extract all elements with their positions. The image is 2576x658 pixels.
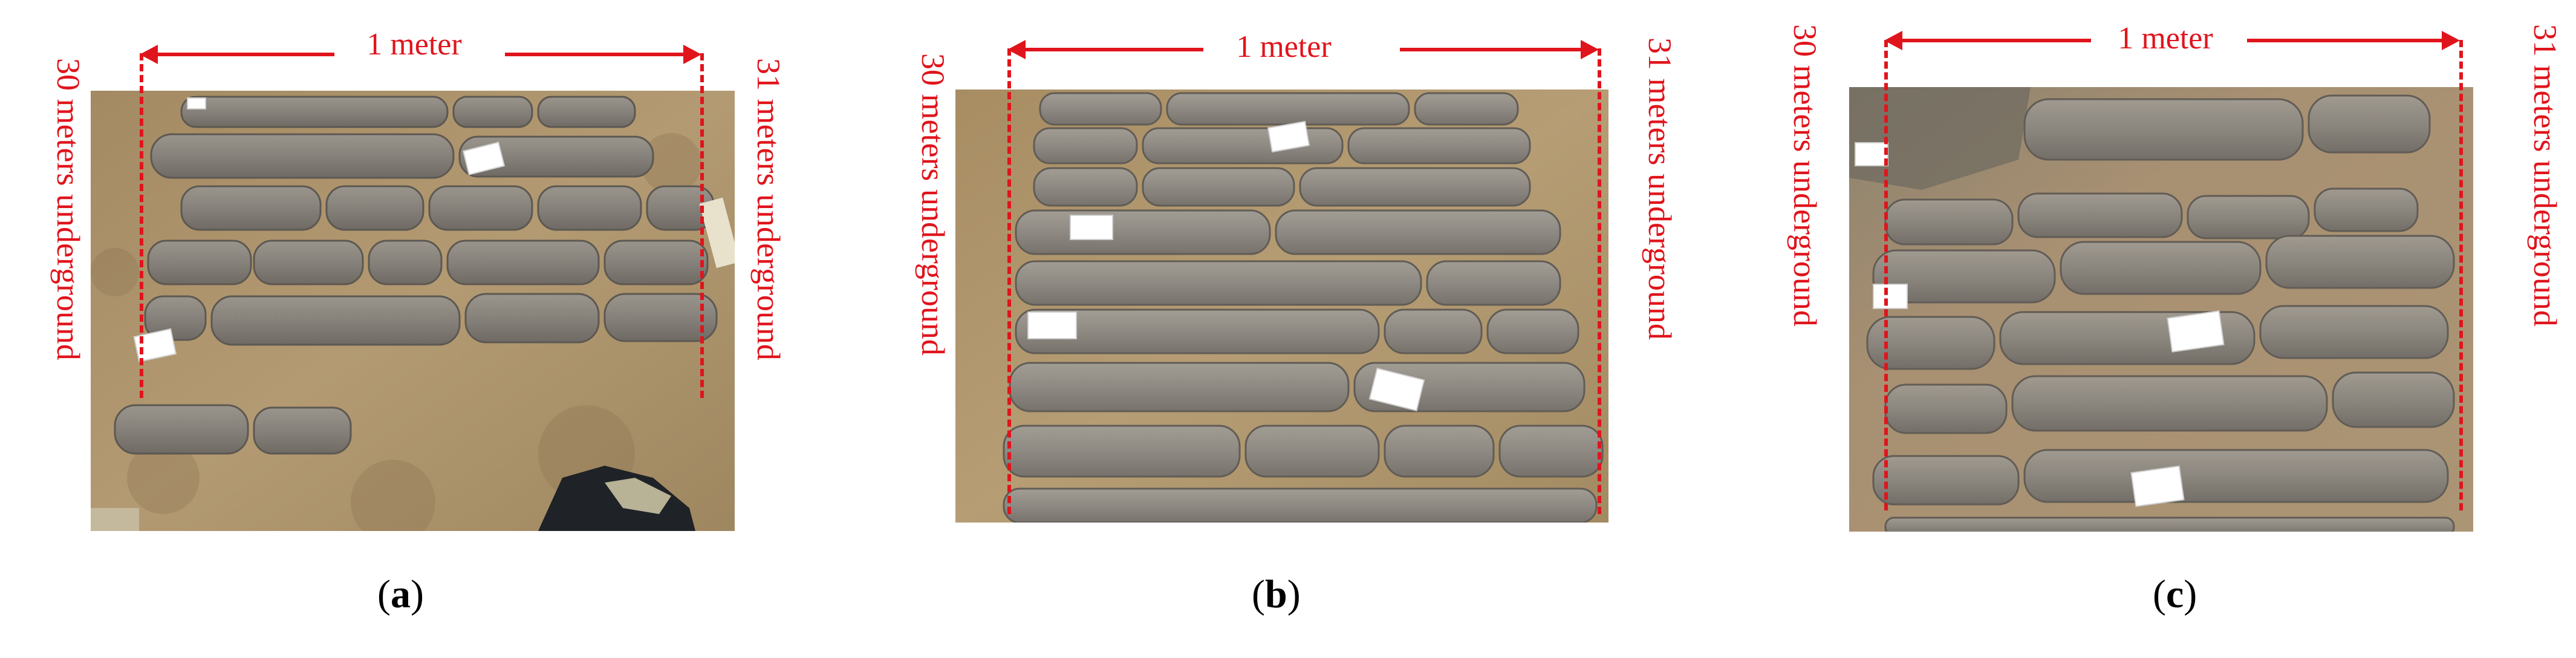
soil-core-photo-b <box>955 90 1608 523</box>
panel-c: 1 meter 30 meters underground 31 meters … <box>1717 0 2576 658</box>
right-arrowhead <box>2442 31 2460 50</box>
width-label: 1 meter <box>2118 21 2213 56</box>
left-boundary-line <box>140 53 143 398</box>
left-depth-label: 30 meters underground <box>50 58 86 360</box>
right-arrowhead <box>1581 40 1599 59</box>
left-depth-label: 30 meters underground <box>915 53 951 356</box>
soil-core-photo-c <box>1849 87 2473 532</box>
right-depth-label: 31 meters underground <box>750 58 787 360</box>
right-boundary-line <box>1598 48 1601 514</box>
scale-arrow-left <box>154 53 334 56</box>
panel-caption: (b) <box>1252 572 1301 616</box>
scale-arrow-right <box>505 53 686 56</box>
panel-b: 1 meter 30 meters underground 31 meters … <box>859 0 1717 658</box>
panel-caption: (c) <box>2153 572 2197 616</box>
caption-letter: a <box>390 572 411 616</box>
width-label: 1 meter <box>366 27 462 62</box>
left-boundary-line <box>1007 48 1011 514</box>
right-boundary-line <box>2459 40 2463 510</box>
scale-arrow-right <box>1400 48 1584 51</box>
caption-letter: b <box>1264 572 1287 616</box>
scale-arrow-left <box>1022 48 1203 51</box>
right-depth-label: 31 meters underground <box>2527 24 2563 327</box>
width-label: 1 meter <box>1236 30 1332 64</box>
scale-arrow-right <box>2247 39 2443 42</box>
scale-arrow-left <box>1899 39 2091 42</box>
panel-a: 1 meter 30 meters underground 31 meters … <box>0 0 859 658</box>
left-boundary-line <box>1884 40 1888 510</box>
panel-caption: (a) <box>377 572 424 616</box>
right-depth-label: 31 meters underground <box>1642 37 1678 340</box>
right-arrowhead <box>683 45 701 64</box>
left-depth-label: 30 meters underground <box>1787 24 1823 327</box>
caption-letter: c <box>2165 572 2184 616</box>
right-boundary-line <box>700 53 704 398</box>
soil-core-photo-a <box>91 91 735 531</box>
